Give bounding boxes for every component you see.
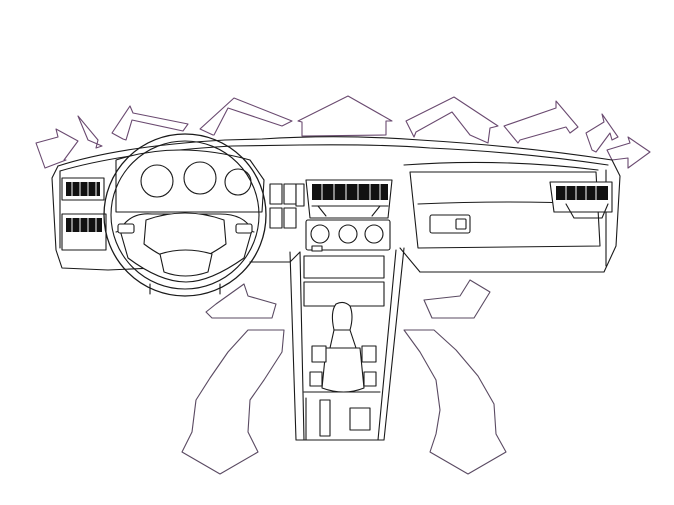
gear-shifter-icon: [321, 301, 365, 393]
airflow-arrow-icon: [181, 329, 285, 475]
airflow-arrow-icon: [405, 96, 499, 144]
airflow-arrow-icon: [77, 115, 103, 149]
gauge-icon: [364, 224, 384, 244]
lower-airflow-arrows: [181, 279, 507, 475]
air-vents: [61, 177, 613, 251]
steering-wheel-icon: [103, 133, 267, 297]
instrument-cluster: [115, 149, 265, 213]
gauge-icon: [310, 224, 330, 244]
vent-left-upper: [66, 182, 100, 196]
airflow-arrow-icon: [403, 329, 507, 475]
vent-right: [556, 186, 608, 200]
upper-airflow-arrows: [35, 95, 651, 169]
airflow-arrow-icon: [503, 100, 579, 144]
gauge-icon: [338, 224, 358, 244]
gauge-icon: [183, 161, 217, 195]
airflow-arrow-icon: [585, 113, 619, 153]
airflow-arrow-icon: [423, 279, 491, 319]
airflow-arrow-icon: [205, 283, 277, 319]
airflow-arrow-icon: [297, 95, 393, 137]
airflow-arrow-icon: [111, 105, 189, 141]
airflow-arrow-icon: [199, 97, 293, 136]
gauge-icon: [140, 164, 174, 198]
center-console: [269, 183, 405, 441]
gauge-icon: [224, 168, 252, 196]
vent-left-lower: [66, 218, 102, 232]
vent-center: [312, 184, 388, 200]
airflow-arrow-icon: [35, 128, 79, 169]
airflow-arrow-icon: [606, 136, 651, 169]
